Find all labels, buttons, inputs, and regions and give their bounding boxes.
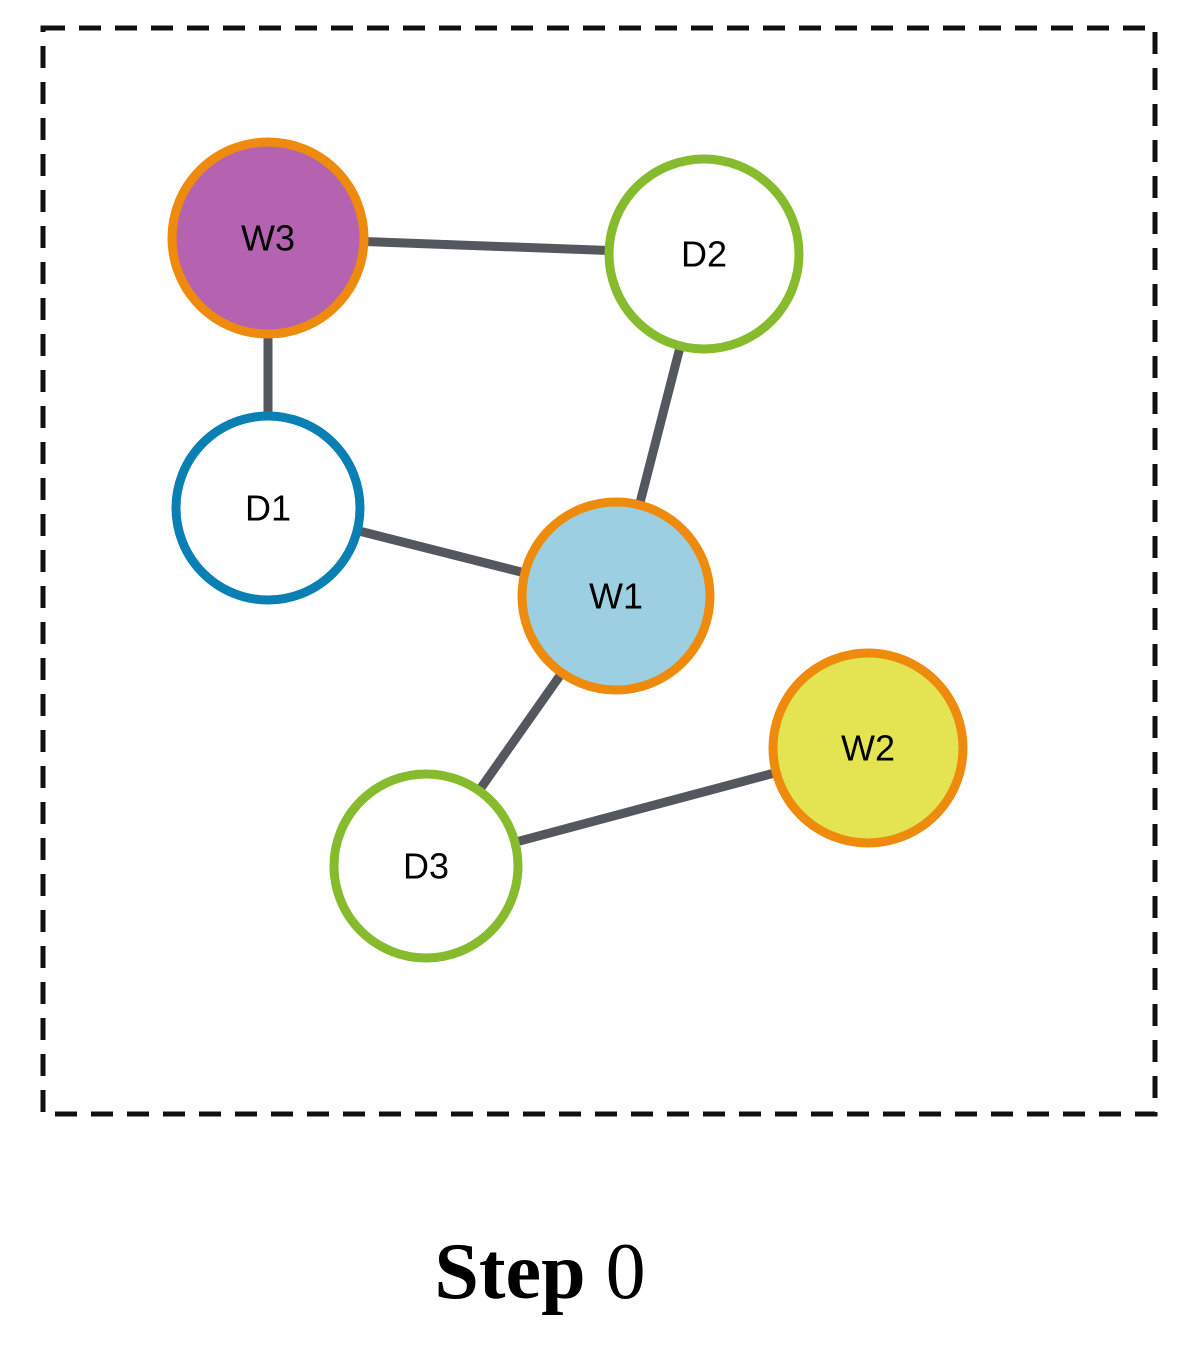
node-d3-label: D3	[403, 846, 449, 887]
dashed-frame	[40, 25, 1158, 1117]
node-d2-label: D2	[681, 234, 727, 275]
node-d3-circle	[329, 769, 523, 963]
node-w3: W3	[167, 137, 369, 339]
node-w2-circle	[768, 648, 968, 848]
node-d2-circle	[604, 154, 804, 354]
node-w3-label: W3	[241, 218, 295, 259]
node-w3-circle	[167, 137, 369, 339]
step-caption: Step 0	[0, 1232, 1080, 1312]
node-w1: W1	[517, 497, 715, 695]
node-w2: W2	[768, 648, 968, 848]
node-d2: D2	[604, 154, 804, 354]
node-w2-label: W2	[841, 728, 895, 769]
node-d3: D3	[329, 769, 523, 963]
node-d1-label: D1	[245, 488, 291, 529]
node-w1-circle	[517, 497, 715, 695]
node-d1: D1	[171, 411, 365, 605]
step-caption-word: Step	[434, 1228, 586, 1316]
node-w1-label: W1	[589, 576, 643, 617]
step-caption-number: 0	[605, 1228, 646, 1316]
node-d1-circle	[171, 411, 365, 605]
